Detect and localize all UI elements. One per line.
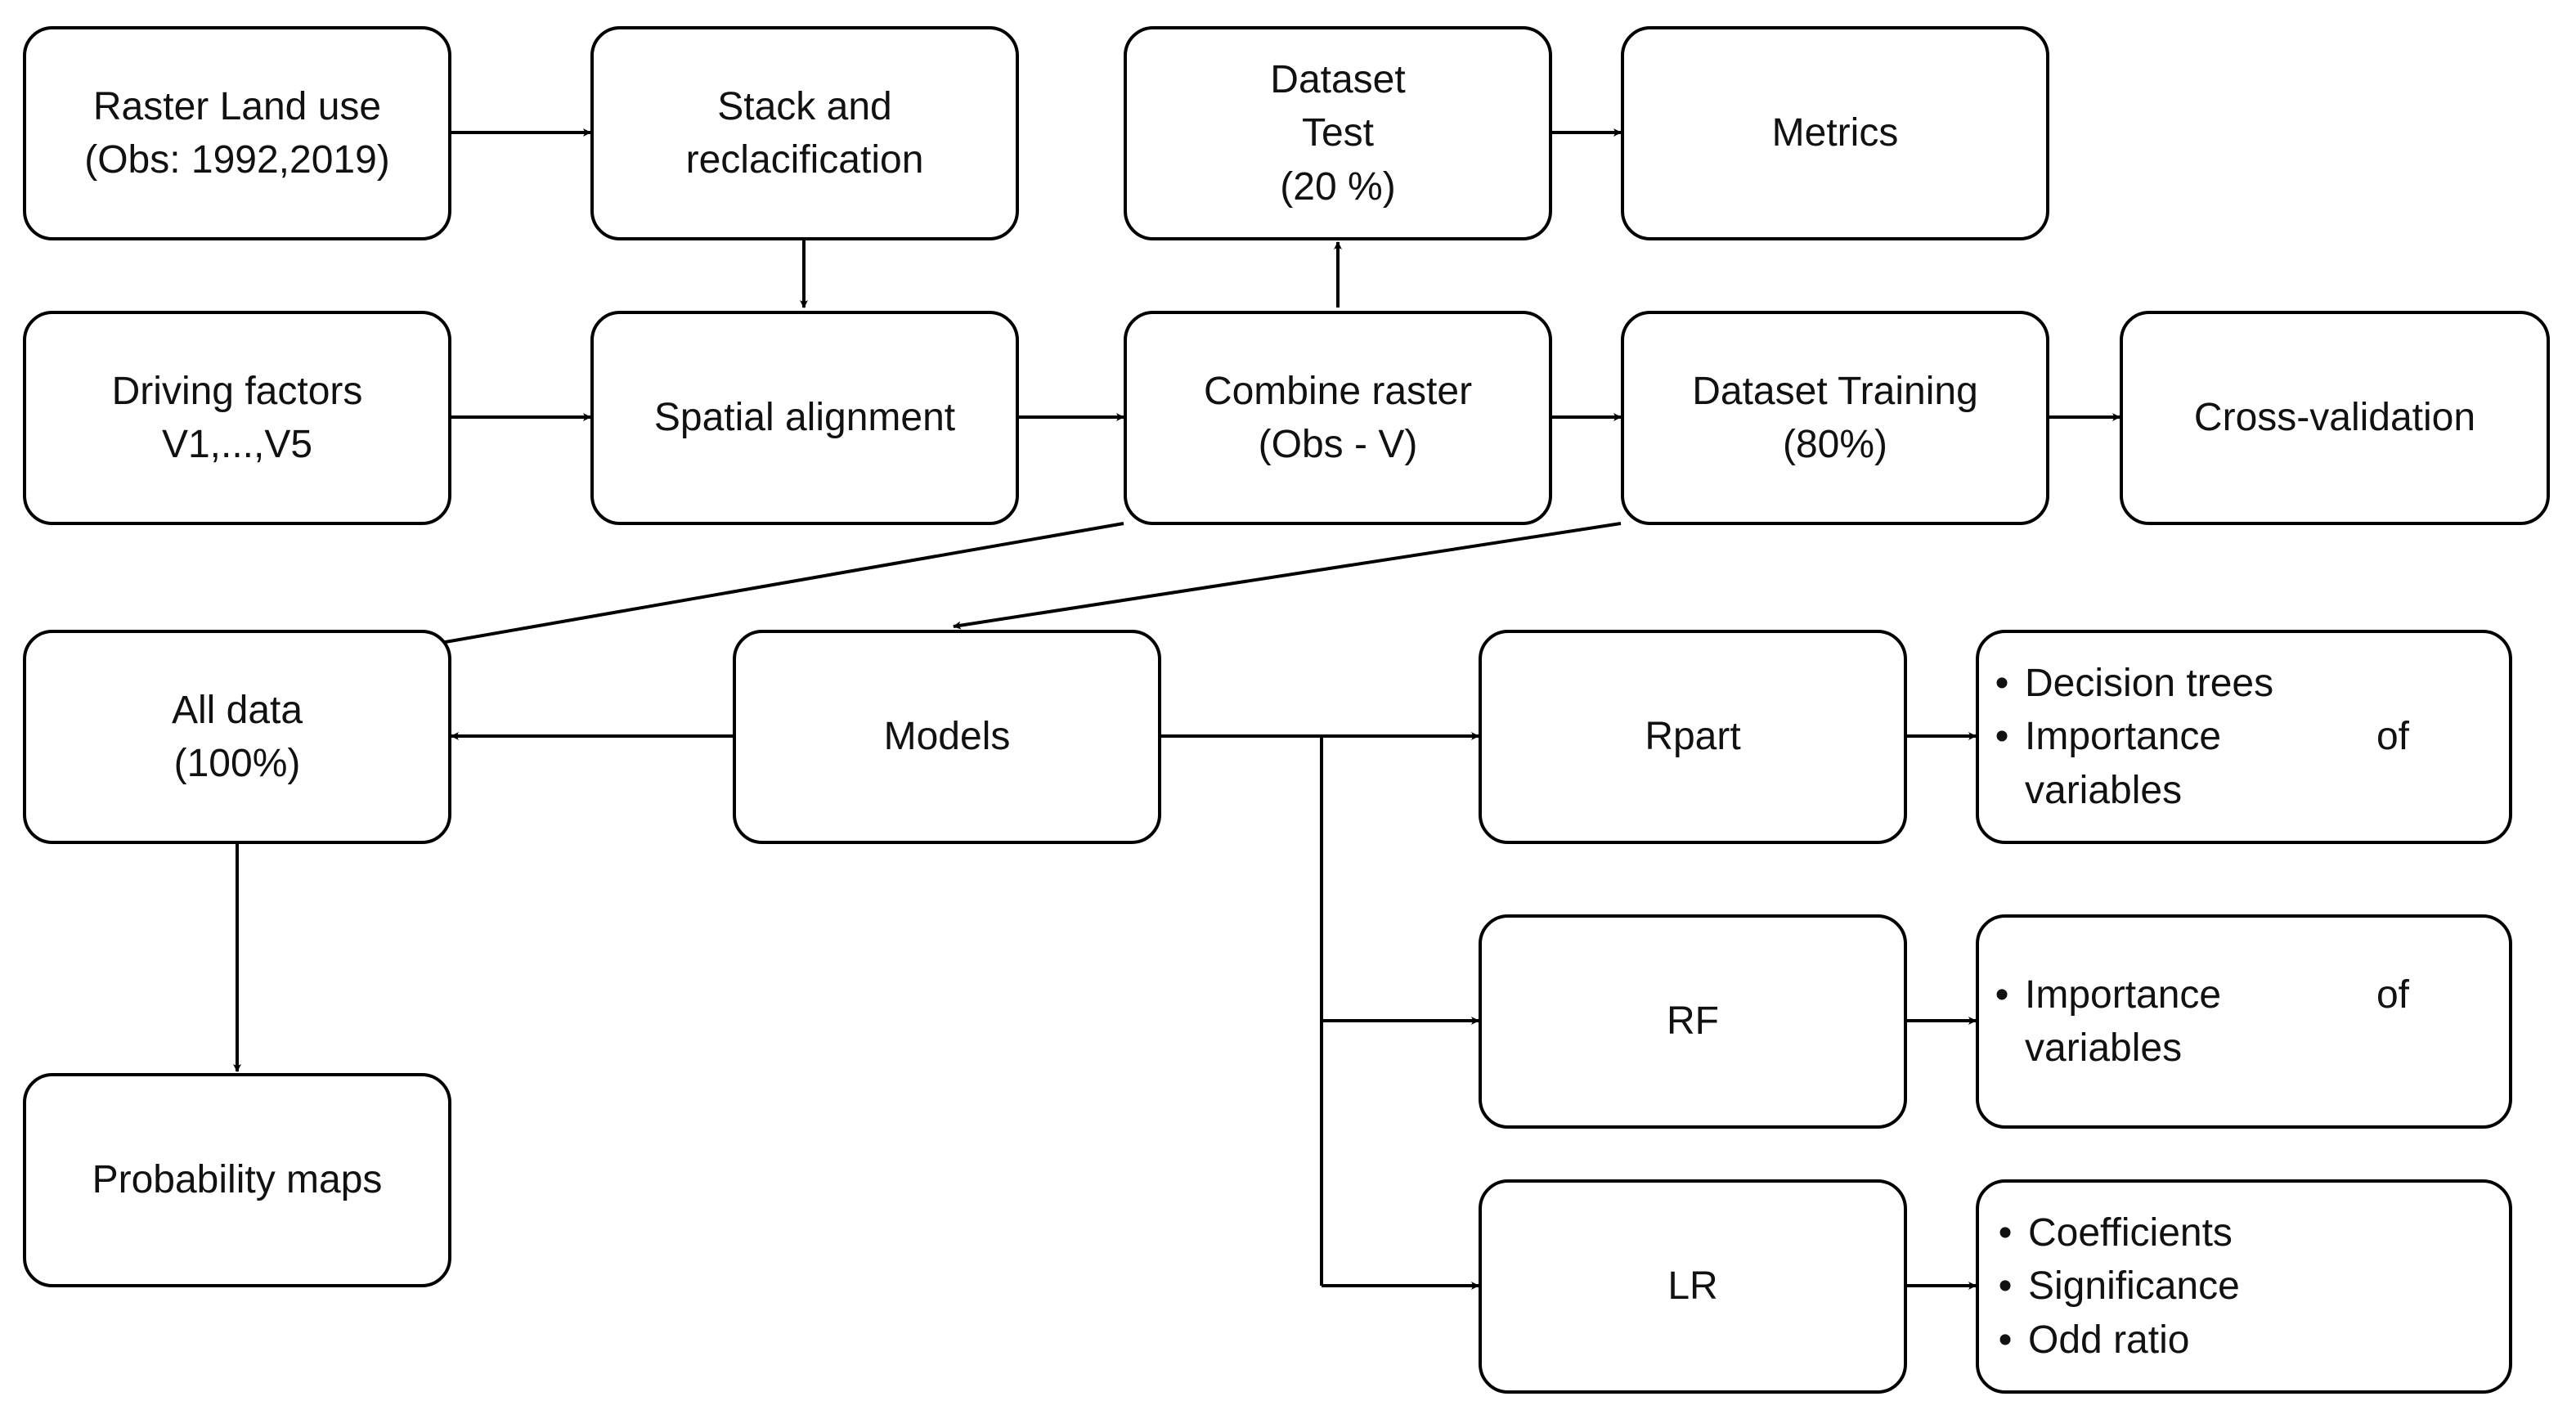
node-label-line: Dataset Training: [1692, 369, 1978, 413]
node-label-line: Spatial alignment: [653, 396, 956, 440]
list-item: • Significance: [1999, 1260, 2504, 1313]
bullet-icon: •: [1995, 972, 2009, 1017]
node-cross-validation: Cross-validation: [2120, 311, 2550, 525]
node-all-data: All data (100%): [23, 630, 451, 844]
output-list: • Importance of variables: [1979, 968, 2509, 1075]
output-list: • Coefficients • Significance • Odd rati…: [1979, 1206, 2509, 1367]
node-label-line: Stack and: [717, 84, 892, 128]
node-dataset-training: Dataset Training (80%): [1621, 311, 2049, 525]
node-metrics: Metrics: [1621, 26, 2049, 240]
list-item-text: Importance of variables: [2025, 972, 2409, 1070]
node-label-line: All data: [171, 688, 303, 732]
bullet-icon: •: [1998, 1211, 2013, 1255]
node-rpart: Rpart: [1479, 630, 1907, 844]
list-item: • Odd ratio: [1999, 1313, 2504, 1367]
node-label-line: Raster Land use: [92, 84, 382, 128]
node-label-line: Combine raster: [1203, 369, 1473, 413]
list-item: • Decision trees: [1995, 657, 2504, 710]
node-stack-reclassification: Stack and reclacification: [590, 26, 1019, 240]
list-item: • Importance of variables: [1995, 968, 2504, 1075]
node-label-line: (Obs: 1992,2019): [84, 138, 390, 182]
node-label-line: Cross-validation: [2193, 396, 2476, 440]
bullet-icon: •: [1998, 1318, 2013, 1362]
node-raster-land-use: Raster Land use (Obs: 1992,2019): [23, 26, 451, 240]
list-item-text: Significance: [2028, 1264, 2240, 1309]
node-label-line: Metrics: [1771, 111, 1899, 155]
node-label-line: Test: [1301, 111, 1374, 155]
node-label-line: (20 %): [1280, 164, 1396, 209]
node-combine-raster: Combine raster (Obs - V): [1124, 311, 1552, 525]
node-probability-maps: Probability maps: [23, 1073, 451, 1287]
node-spatial-alignment: Spatial alignment: [590, 311, 1019, 525]
list-item: • Coefficients: [1999, 1206, 2504, 1260]
node-label-line: Probability maps: [92, 1158, 383, 1202]
node-random-forest: RF: [1479, 914, 1907, 1129]
node-dataset-test: Dataset Test (20 %): [1124, 26, 1552, 240]
node-label-line: Driving factors: [111, 369, 363, 413]
node-label-line: (100%): [173, 742, 301, 785]
node-label-line: (80%): [1782, 423, 1888, 466]
bullet-icon: •: [1995, 715, 2009, 759]
node-label-line: Dataset: [1270, 58, 1406, 102]
list-item-text: Decision trees: [2025, 662, 2274, 706]
node-lr-outputs: • Coefficients • Significance • Odd rati…: [1976, 1179, 2512, 1394]
node-label-line: RF: [1667, 999, 1719, 1044]
node-models: Models: [733, 630, 1161, 844]
bullet-icon: •: [1995, 662, 2009, 706]
bullet-icon: •: [1998, 1264, 2013, 1309]
node-label-line: LR: [1667, 1264, 1718, 1309]
node-rf-outputs: • Importance of variables: [1976, 914, 2512, 1129]
node-label-line: Rpart: [1645, 715, 1741, 759]
output-list: • Decision trees • Importance of variabl…: [1979, 657, 2509, 817]
node-label-line: reclacification: [685, 138, 924, 182]
node-rpart-outputs: • Decision trees • Importance of variabl…: [1976, 630, 2512, 844]
edge-combine-raster-to-all-data: [421, 522, 1124, 649]
node-label-line: V1,...,V5: [161, 423, 313, 466]
node-label-line: (Obs - V): [1258, 423, 1418, 466]
node-logistic-regression: LR: [1479, 1179, 1907, 1394]
list-item-text: Odd ratio: [2028, 1318, 2190, 1362]
edge-dataset-training-to-models: [953, 522, 1622, 630]
node-label-line: Models: [883, 715, 1011, 759]
list-item-text: Coefficients: [2028, 1211, 2233, 1255]
list-item-text: Importance of variables: [2025, 715, 2409, 812]
node-driving-factors: Driving factors V1,...,V5: [23, 311, 451, 525]
list-item: • Importance of variables: [1995, 710, 2504, 817]
